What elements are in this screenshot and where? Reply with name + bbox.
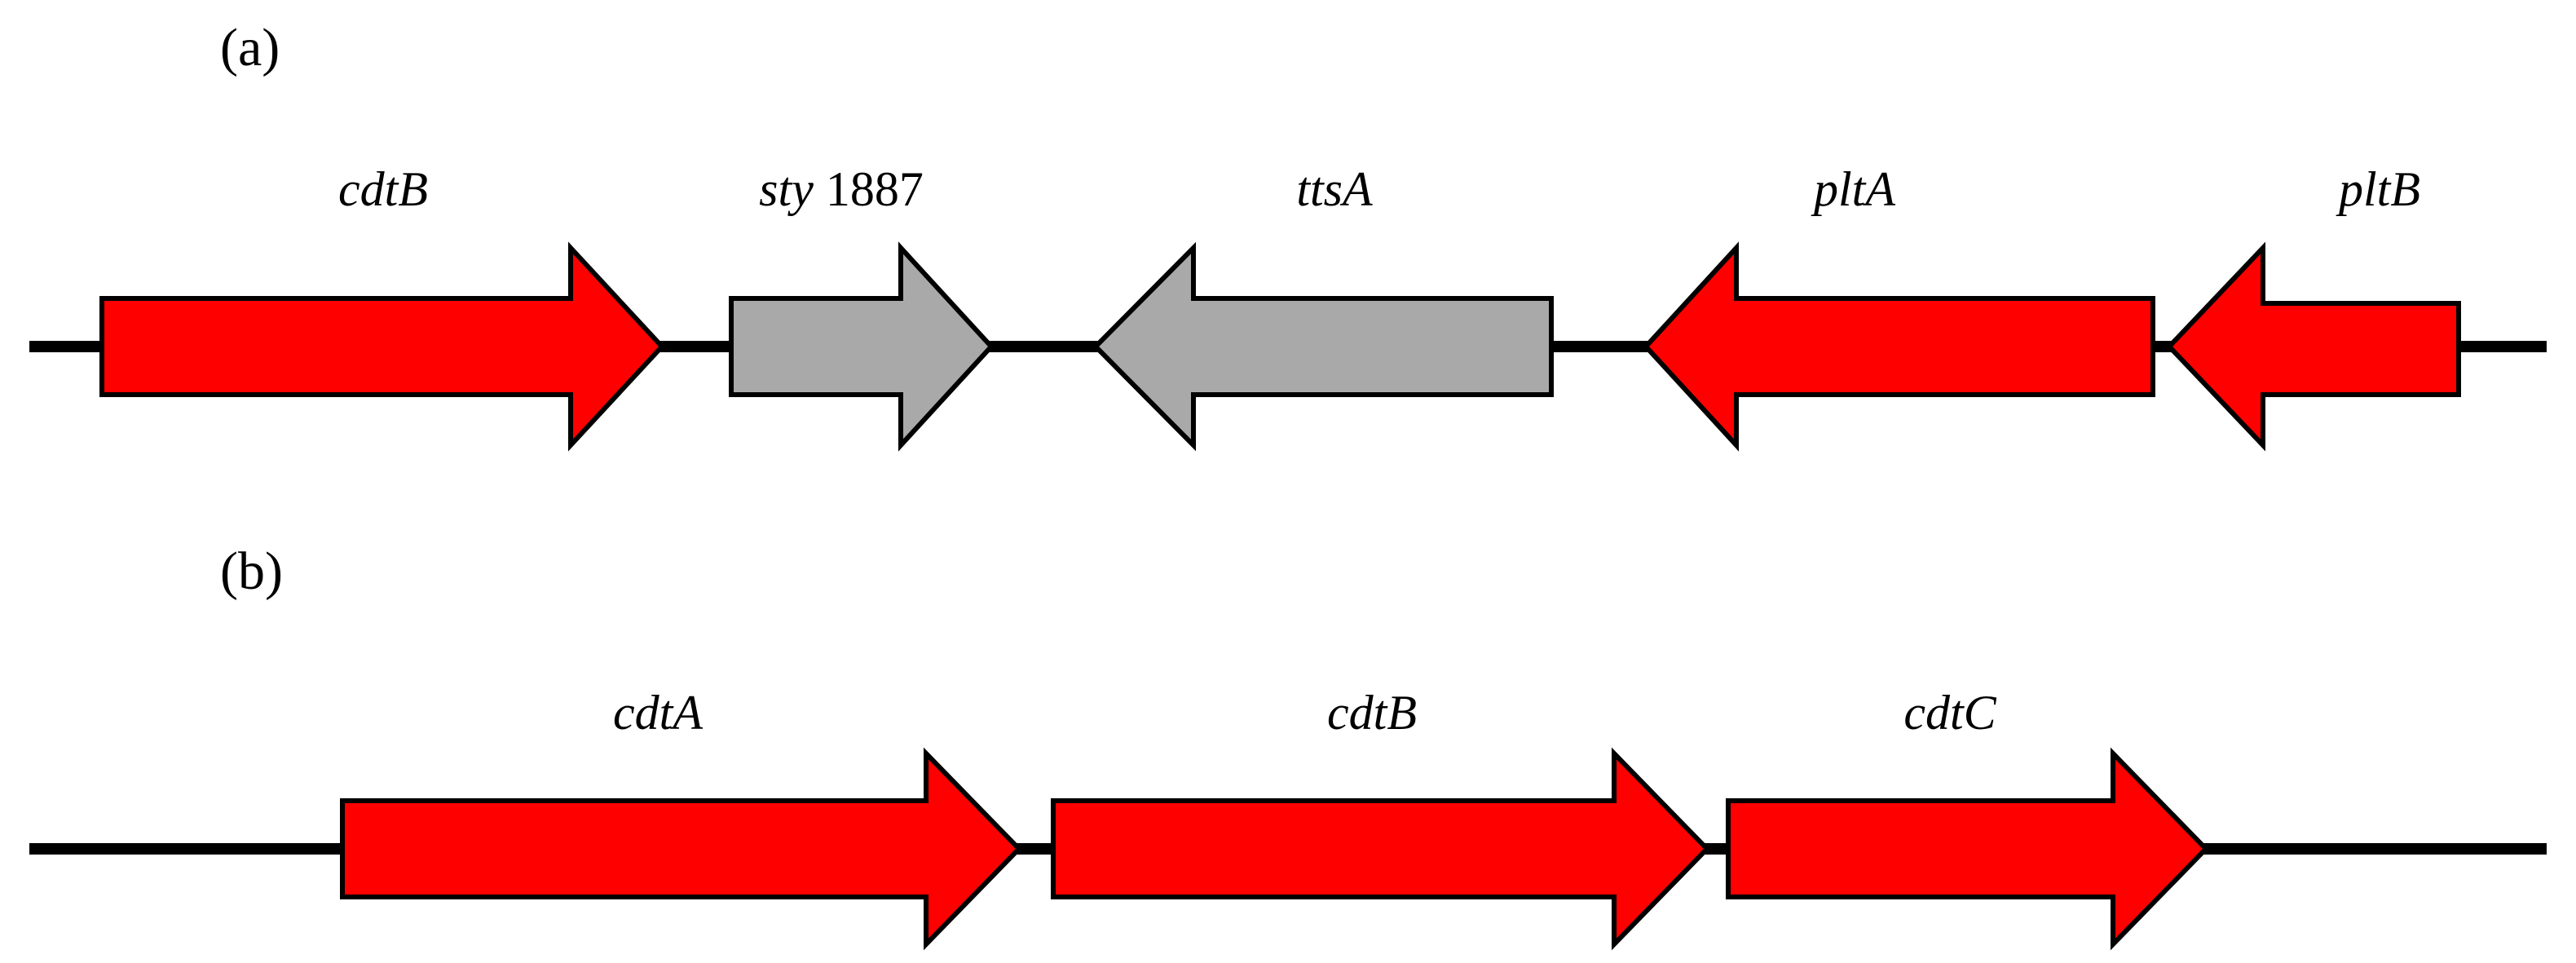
gene-label-cdtA-b: cdtA <box>613 686 703 740</box>
gene-ttsA: ttsA <box>1092 162 1554 452</box>
gene-sty1887: sty 1887 <box>729 162 995 452</box>
gene-arrow-cdtB-b <box>1051 747 1711 951</box>
panel-a-label: (a) <box>220 18 280 77</box>
gene-label-cdtB-a: cdtB <box>338 162 428 216</box>
gene-cdtC-b: cdtC <box>1726 686 2210 951</box>
gene-arrow-cdtC-b <box>1726 747 2210 951</box>
gene-arrow-pltA <box>1642 241 2155 452</box>
gene-label-sty1887-number: 1887 <box>814 162 924 216</box>
gene-label-pltB: pltB <box>2336 162 2420 216</box>
gene-label-ttsA: ttsA <box>1296 162 1373 216</box>
gene-label-sty1887-prefix: sty <box>759 162 814 216</box>
gene-arrow-sty1887 <box>729 241 995 452</box>
gene-arrow-cdtB-a <box>99 241 666 452</box>
gene-label-cdtC-b: cdtC <box>1903 686 1996 740</box>
gene-cdtA-b: cdtA <box>340 686 1023 951</box>
gene-arrow-pltB <box>2165 241 2461 452</box>
gene-label-sty1887: sty 1887 <box>759 162 924 216</box>
gene-pltB: pltB <box>2165 162 2461 452</box>
gene-arrow-cdtA-b <box>340 747 1023 951</box>
gene-label-cdtB-b: cdtB <box>1327 686 1417 740</box>
gene-cdtB-b: cdtB <box>1051 686 1711 951</box>
panel-b-label: (b) <box>220 541 283 601</box>
panel-b: (b) cdtA cdtB cdtC <box>29 541 2547 951</box>
gene-pltA: pltA <box>1642 162 2155 452</box>
gene-label-pltA: pltA <box>1811 162 1895 216</box>
gene-arrow-ttsA <box>1092 241 1554 452</box>
panel-a: (a) cdtB sty 1887 ttsA pltA pltB <box>29 18 2547 452</box>
gene-cdtB-a: cdtB <box>99 162 666 452</box>
